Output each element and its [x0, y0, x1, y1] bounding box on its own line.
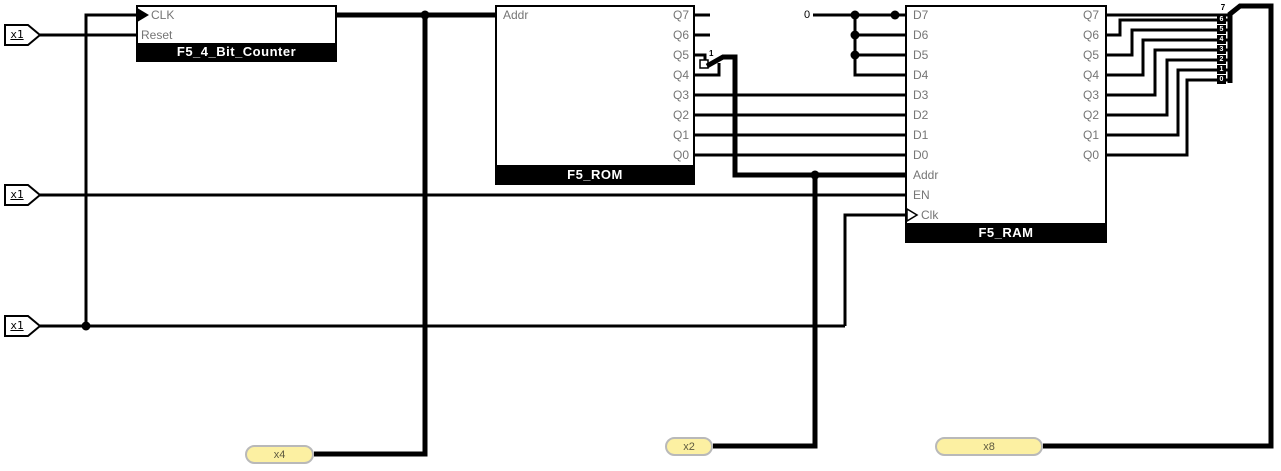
- tunnel-x2[interactable]: x2: [665, 437, 713, 456]
- wire-addr-bus: [705, 54, 907, 449]
- rom-pin-q6: Q6: [672, 28, 689, 42]
- ram-pin-d1: D1: [913, 128, 929, 142]
- counter-title: F5_4_Bit_Counter: [138, 43, 335, 60]
- splitter-bit-label: 1: [709, 49, 714, 58]
- ram-pin-d5: D5: [913, 48, 929, 62]
- counter-pin-clk: CLK: [151, 8, 175, 22]
- rom-pin-q1: Q1: [672, 128, 689, 142]
- ram-pin-q1: Q1: [1082, 128, 1099, 142]
- ram-pin-d4: D4: [913, 68, 929, 82]
- bus-bit-label: 7: [1220, 3, 1226, 12]
- bus-bit-label: 5: [1217, 25, 1226, 34]
- wire-clock-net: [40, 13, 907, 328]
- rom-title: F5_ROM: [497, 165, 693, 183]
- rom-block[interactable]: F5_ROM: [495, 5, 695, 185]
- clock-triangle-icon: [906, 207, 919, 223]
- rom-pin-q7: Q7: [672, 8, 689, 22]
- clock-triangle-icon: [137, 8, 149, 22]
- constant-zero[interactable]: 0: [804, 9, 811, 21]
- ram-block[interactable]: F5_RAM: [905, 5, 1107, 243]
- input-pin-label[interactable]: x1: [10, 188, 24, 201]
- wire-rom-stubs: [693, 13, 721, 77]
- ram-pin-d3: D3: [913, 88, 929, 102]
- input-pin-shape[interactable]: [4, 24, 42, 46]
- ram-pin-d6: D6: [913, 28, 929, 42]
- ram-pin-d2: D2: [913, 108, 929, 122]
- wire-ram-outputs: [1105, 13, 1228, 157]
- input-pin-label[interactable]: x1: [10, 319, 24, 332]
- ram-pin-q3: Q3: [1082, 88, 1099, 102]
- ram-pin-q6: Q6: [1082, 28, 1099, 42]
- wire-counter-bus: [314, 12, 497, 457]
- ram-pin-q2: Q2: [1082, 108, 1099, 122]
- counter-block[interactable]: F5_4_Bit_Counter: [136, 5, 337, 62]
- ram-pin-addr: Addr: [913, 168, 939, 182]
- rom-pin-q0: Q0: [672, 148, 689, 162]
- ram-pin-q4: Q4: [1082, 68, 1099, 82]
- ram-title: F5_RAM: [907, 223, 1105, 241]
- ram-pin-q5: Q5: [1082, 48, 1099, 62]
- ram-pin-q0: Q0: [1082, 148, 1099, 162]
- rom-pin-addr: Addr: [503, 8, 529, 22]
- ram-pin-q7: Q7: [1082, 8, 1099, 22]
- ram-pin-d7: D7: [913, 8, 929, 22]
- ram-pin-d0: D0: [913, 148, 929, 162]
- bus-bit-label: 3: [1217, 45, 1226, 54]
- rom-pin-q4: Q4: [672, 68, 689, 82]
- junction-dots: [81, 10, 900, 331]
- wire-zero-net: [813, 13, 907, 77]
- input-pin-shape[interactable]: [4, 184, 42, 206]
- tunnel-x4[interactable]: x4: [245, 445, 314, 464]
- rom-pin-q2: Q2: [672, 108, 689, 122]
- bus-bit-label: 4: [1217, 35, 1226, 44]
- rom-pin-q3: Q3: [672, 88, 689, 102]
- tunnel-x8[interactable]: x8: [935, 437, 1043, 456]
- bus-bit-label: 2: [1217, 55, 1226, 64]
- wire-data-lines: [693, 93, 907, 157]
- bus-bit-label: 6: [1217, 15, 1226, 24]
- ram-pin-en: EN: [913, 188, 930, 202]
- counter-pin-reset: Reset: [141, 28, 173, 42]
- input-pin-label[interactable]: x1: [10, 28, 24, 41]
- input-pin-shape[interactable]: [4, 315, 42, 337]
- rom-pin-q5: Q5: [672, 48, 689, 62]
- ram-pin-clk: Clk: [921, 208, 939, 222]
- bus-bit-label: 0: [1217, 75, 1226, 84]
- bus-bit-label: 1: [1217, 65, 1226, 74]
- wire-output-bus: [1043, 3, 1274, 449]
